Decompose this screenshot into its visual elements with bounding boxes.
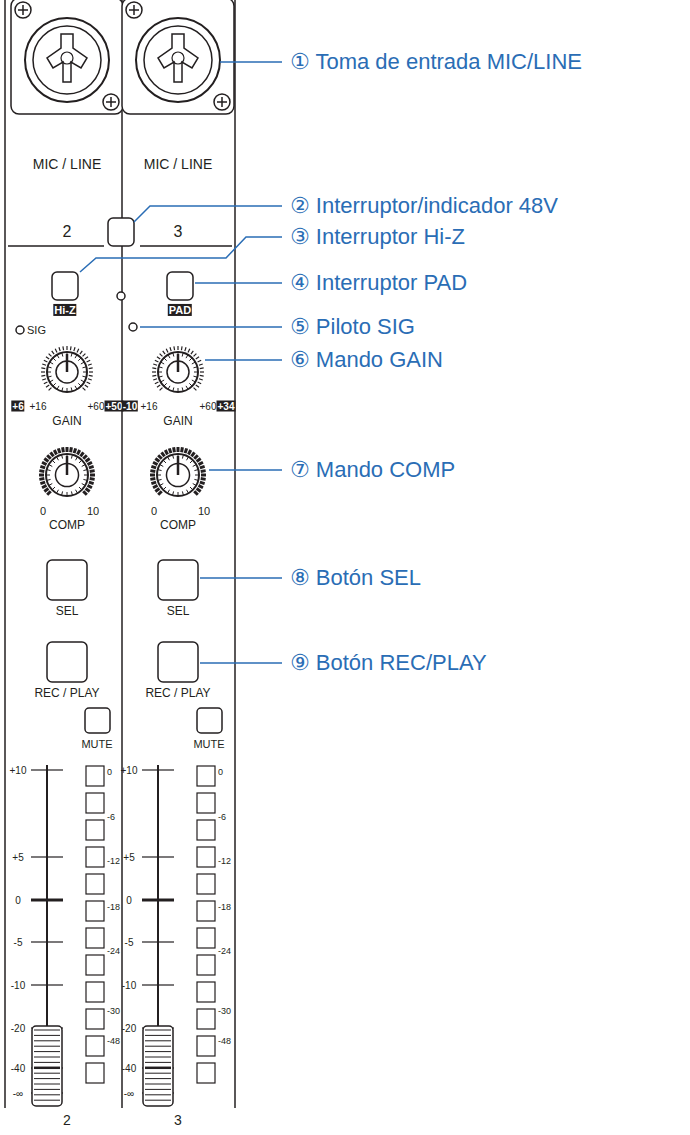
fader-scale-label: +10 [10, 765, 27, 776]
gain-scale-label: +16 [30, 401, 47, 412]
meter-scale-label: -18 [218, 903, 231, 913]
button-label: MUTE [81, 738, 112, 750]
meter-scale-label: 0 [218, 768, 223, 778]
gain-scale-label: +60 [200, 401, 217, 412]
comp-scale-label: 0 [40, 505, 46, 517]
meter-scale-label: -24 [107, 947, 120, 957]
meter-scale-label: -30 [218, 1007, 231, 1017]
gain-range-label: +50 [105, 401, 124, 412]
jack-label: MIC / LINE [144, 157, 212, 172]
meter-scale-label: 0 [107, 768, 112, 778]
callout-label: ⑧ Botón SEL [290, 566, 421, 590]
button-label: SEL [56, 605, 79, 618]
fader-scale-label: +5 [12, 852, 23, 863]
fader-scale-label: +5 [123, 852, 134, 863]
gain-scale-label: +60 [88, 401, 105, 412]
button-label: REC / PLAY [34, 687, 99, 700]
fader-scale-label: +10 [121, 765, 138, 776]
fader-scale-label: 0 [15, 895, 21, 906]
fader-scale-label: -5 [14, 937, 23, 948]
comp-scale-label: 10 [198, 505, 210, 517]
faders-and-meters [31, 765, 215, 1106]
callout-label: ⑥ Mando GAIN [290, 348, 443, 372]
gain-scale-label: +16 [141, 401, 158, 412]
fader-scale-label: -∞ [124, 1088, 134, 1099]
knob-label: GAIN [52, 415, 81, 428]
panel-lines [5, 0, 235, 1108]
meter-scale-label: -24 [218, 947, 231, 957]
switch-label: PAD [168, 304, 192, 316]
knob-label: COMP [49, 519, 85, 532]
channel-number: 2 [63, 223, 72, 241]
meter-scale-label: -6 [218, 813, 226, 823]
callout-label: ① Toma de entrada MIC/LINE [290, 50, 582, 74]
fader-scale-label: -∞ [13, 1088, 23, 1099]
fader-scale-label: -10 [11, 980, 25, 991]
callout-label: ③ Interruptor Hi-Z [290, 225, 465, 249]
button-label: SEL [167, 605, 190, 618]
leader-lines [80, 62, 282, 663]
callout-label: ⑨ Botón REC/PLAY [290, 651, 487, 675]
comp-scale-label: 10 [87, 505, 99, 517]
gain-range-label: +6 [11, 401, 24, 412]
jack-label: MIC / LINE [33, 157, 101, 172]
fader-scale-label: -5 [125, 937, 134, 948]
knobs [39, 346, 206, 496]
fader-scale-label: -10 [122, 980, 136, 991]
button-label: REC / PLAY [145, 687, 210, 700]
channel-number: 2 [63, 1113, 71, 1128]
fader-scale-label: -40 [11, 1063, 25, 1074]
knob-label: GAIN [163, 415, 192, 428]
meter-scale-label: -30 [107, 1007, 120, 1017]
gain-range-label: +34 [217, 401, 236, 412]
button-label: MUTE [193, 738, 224, 750]
meter-scale-label: -12 [218, 857, 231, 867]
fader-scale-label: -20 [122, 1023, 136, 1034]
knob-label: COMP [160, 519, 196, 532]
gain-range-label: -10 [122, 401, 138, 412]
comp-scale-label: 0 [151, 505, 157, 517]
led-label: SIG [27, 324, 46, 336]
callout-label: ④ Interruptor PAD [290, 271, 467, 295]
callout-label: ⑦ Mando COMP [290, 458, 455, 482]
meter-scale-label: -18 [107, 903, 120, 913]
channel-number: 3 [174, 223, 183, 241]
meter-scale-label: -6 [107, 813, 115, 823]
switches [16, 218, 222, 733]
fader-scale-label: 0 [126, 895, 132, 906]
callout-label: ⑤ Piloto SIG [290, 315, 415, 339]
channel-number: 3 [174, 1113, 182, 1128]
fader-scale-label: -20 [11, 1023, 25, 1034]
meter-scale-label: -48 [218, 1037, 231, 1047]
xlr-jacks [11, 0, 234, 114]
meter-scale-label: -12 [107, 857, 120, 867]
callout-label: ② Interruptor/indicador 48V [290, 194, 558, 218]
meter-scale-label: -48 [107, 1037, 120, 1047]
fader-scale-label: -40 [122, 1063, 136, 1074]
switch-label: Hi-Z [53, 304, 76, 316]
